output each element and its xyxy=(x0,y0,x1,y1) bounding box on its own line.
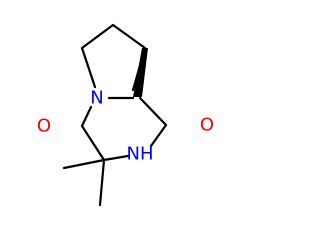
bond-nh-to-quaternary-carbon xyxy=(102,154,130,162)
bond-methyl-left xyxy=(62,158,106,170)
molecule-structure: N NH O O xyxy=(37,23,214,207)
bond-ch2-ch2-upper-right xyxy=(111,23,147,50)
carbonyl-oxygen-right-label: O xyxy=(200,115,214,136)
bond-methyl-down xyxy=(98,158,106,207)
bond-carbonyl-left-to-n xyxy=(80,105,93,128)
amide-nh-label: NH xyxy=(127,144,154,165)
stereo-wedge-bond xyxy=(133,48,148,97)
ring-nitrogen-label: N xyxy=(90,88,103,109)
carbonyl-oxygen-left-label: O xyxy=(37,116,51,137)
bond-stereocenter-to-carbonyl-right xyxy=(138,96,168,127)
bond-quaternary-to-carbonyl-left xyxy=(80,124,106,162)
bond-carbonyl-right-to-nh xyxy=(149,123,168,148)
bond-ch2-ch2-upper-left xyxy=(80,23,115,50)
bond-n-to-ch2 xyxy=(80,46,97,89)
